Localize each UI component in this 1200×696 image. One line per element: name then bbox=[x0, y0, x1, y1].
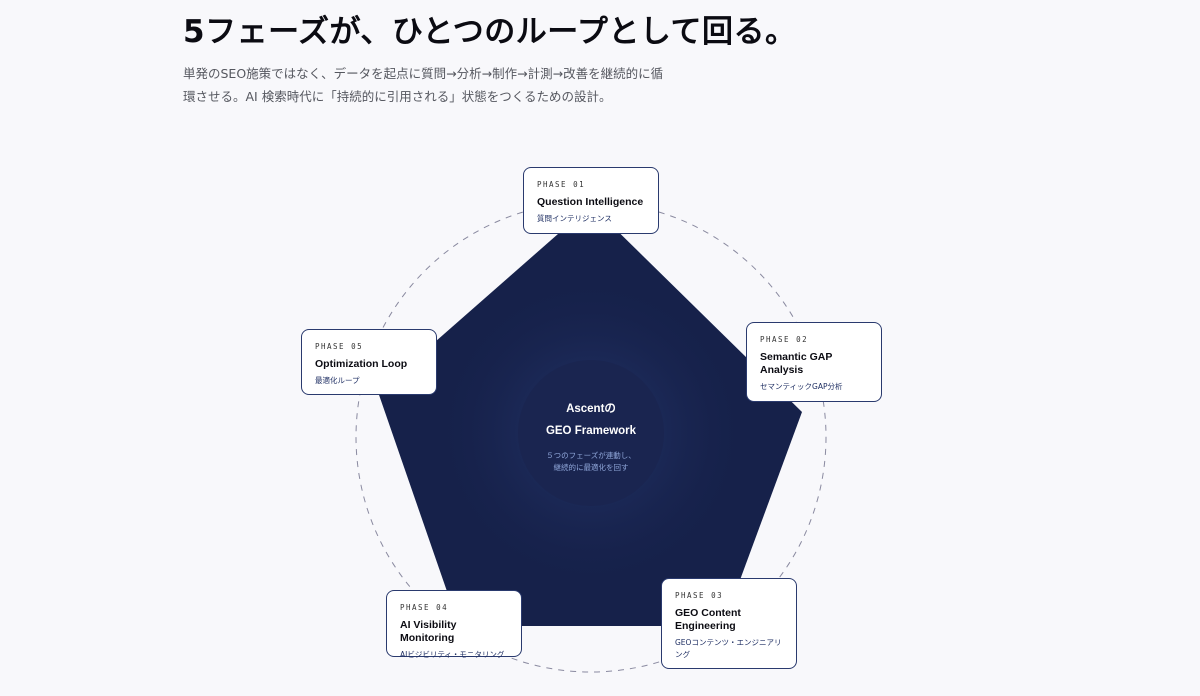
phase-card-02: PHASE 02 Semantic GAP Analysis セマンティックGA… bbox=[746, 322, 882, 402]
center-desc-line2: 継続的に最適化を回す bbox=[553, 463, 629, 472]
phase-subtitle: 質問インテリジェンス bbox=[537, 214, 612, 223]
center-core bbox=[518, 360, 664, 506]
center-title-line1: Ascentの bbox=[566, 403, 616, 415]
lead-paragraph: 単発のSEO施策ではなく、データを起点に質問→分析→制作→計測→改善を継続的に循… bbox=[183, 66, 664, 104]
phase-title: Question Intelligence bbox=[537, 196, 644, 208]
phase-subtitle: AIビジビリティ・モニタリング bbox=[400, 650, 505, 659]
phase-card-01: PHASE 01 Question Intelligence 質問インテリジェン… bbox=[523, 167, 659, 234]
phase-label: PHASE 04 bbox=[400, 603, 449, 612]
phase-label: PHASE 02 bbox=[760, 335, 809, 344]
phase-card-03: PHASE 03 GEO Content Engineering GEOコンテン… bbox=[661, 578, 797, 669]
center-title-line2: GEO Framework bbox=[545, 425, 637, 437]
center-label: Ascentの GEO Framework ５つのフェーズが連動し、 継続的に最… bbox=[515, 398, 667, 474]
phase-card-04: PHASE 04 AI Visibility Monitoring AIビジビリ… bbox=[386, 590, 522, 659]
phase-subtitle: セマンティックGAP分析 bbox=[760, 382, 843, 391]
phase-subtitle: 最適化ループ bbox=[315, 376, 360, 385]
phase-card-05: PHASE 05 Optimization Loop 最適化ループ bbox=[301, 329, 437, 395]
phase-title: Optimization Loop bbox=[315, 358, 408, 370]
phase-label: PHASE 01 bbox=[537, 180, 586, 189]
phase-subtitle: GEOコンテンツ・エンジニアリング bbox=[675, 638, 782, 659]
phase-title: AI Visibility Monitoring bbox=[400, 619, 457, 644]
page-title: 5フェーズが、ひとつのループとして回る。 bbox=[183, 14, 797, 50]
phase-title: GEO Content Engineering bbox=[675, 607, 741, 632]
phase-label: PHASE 05 bbox=[315, 342, 364, 351]
center-desc-line1: ５つのフェーズが連動し、 bbox=[546, 451, 636, 460]
phase-title: Semantic GAP Analysis bbox=[760, 351, 833, 376]
phase-label: PHASE 03 bbox=[675, 591, 724, 600]
